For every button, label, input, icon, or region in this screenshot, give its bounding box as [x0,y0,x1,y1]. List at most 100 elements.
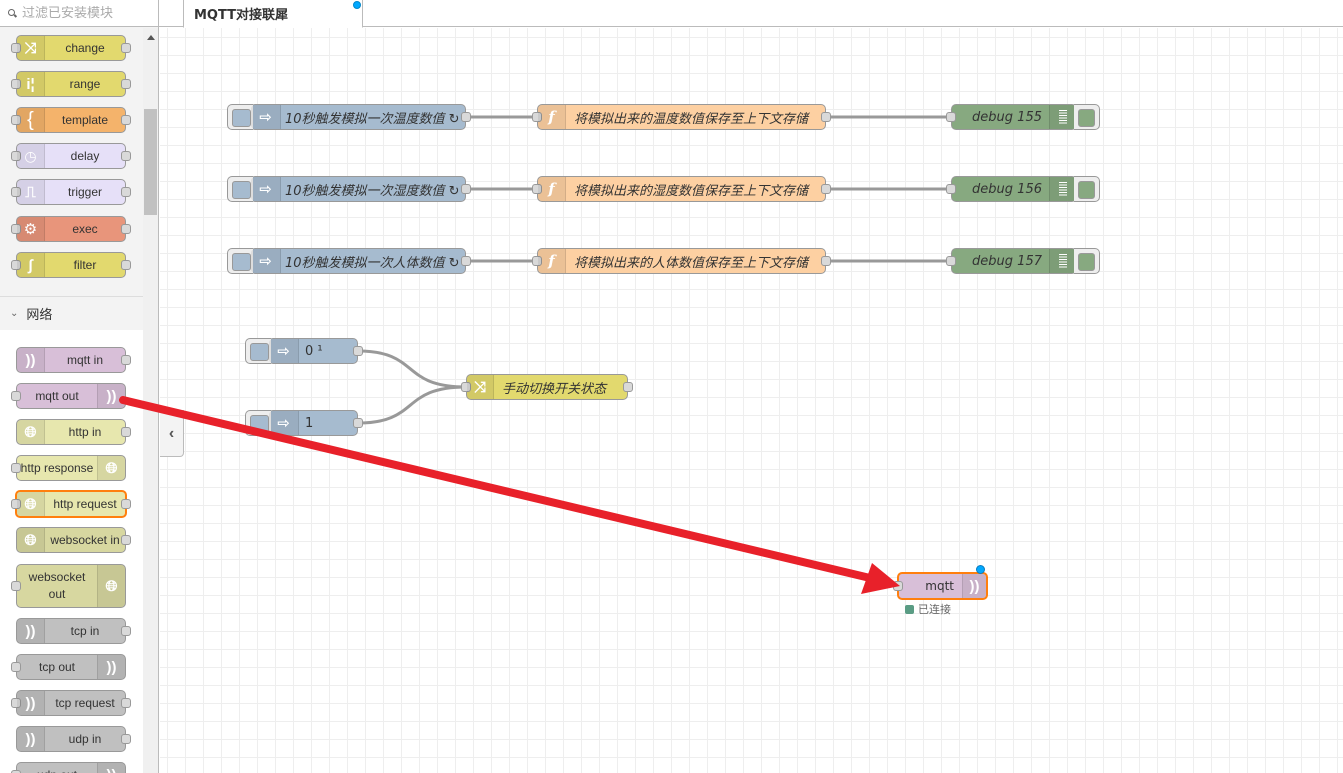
arrow-in-icon: ⇨ [251,105,281,129]
palette-node-websocket-in[interactable]: 🌐︎ websocket in [16,527,131,553]
pulse-icon: ⎍ [17,180,45,204]
palette-node-template[interactable]: { template [11,107,131,133]
scrollbar-thumb[interactable] [144,109,157,215]
globe-icon: 🌐︎ [17,492,45,516]
gear-icon: ⚙ [17,217,45,241]
palette-node-udp-out[interactable]: udp out )) [11,762,126,773]
palette-node-delay[interactable]: ◷ delay [11,143,131,169]
scroll-up-icon[interactable] [147,35,155,40]
debug-node[interactable]: debug 157 [946,248,1100,274]
tab-flow[interactable]: MQTT对接联犀 [183,0,363,28]
output-port [121,626,131,636]
node-label: 10秒触发模拟一次温度数值 ↻ [285,111,460,127]
debug-toggle-button[interactable] [1074,248,1100,274]
output-port[interactable] [461,256,471,266]
palette-node-exec[interactable]: ⚙ exec [11,216,131,242]
debug-node[interactable]: debug 156 [946,176,1100,202]
inject-button[interactable] [227,176,253,202]
workspace-tabs: MQTT对接联犀 [159,0,1343,28]
palette-node-trigger[interactable]: ⎍ trigger [11,179,131,205]
filter-icon: ∫ [17,253,45,277]
palette-filter-input[interactable] [22,5,152,21]
input-port[interactable] [946,256,956,266]
palette-node-tcp-out[interactable]: tcp out )) [11,654,126,680]
output-port [121,187,131,197]
palette-node-label: exec [72,221,98,236]
palette-scrollbar[interactable] [143,28,158,773]
input-port[interactable] [946,184,956,194]
inject-node[interactable]: ⇨ 10秒触发模拟一次湿度数值 ↻ [227,176,471,202]
palette-node-label: udp out [17,763,97,773]
palette-node-http-in[interactable]: 🌐︎ http in [16,419,131,445]
palette-node-http-response[interactable]: http response 🌐︎ [11,455,126,481]
arrow-in-icon: ⇨ [251,249,281,273]
node-label: 0 ¹ [305,343,323,359]
output-port[interactable] [353,346,363,356]
palette-node-tcp-in[interactable]: )) tcp in [16,618,131,644]
mqtt-out-node[interactable]: mqtt )) [893,572,988,600]
output-port [121,79,131,89]
output-port[interactable] [353,418,363,428]
debug-node[interactable]: debug 155 [946,104,1100,130]
inject-node[interactable]: ⇨ 0 ¹ [245,338,363,364]
flow-canvas[interactable] [160,28,1343,773]
range-icon: i¦ [17,72,45,96]
palette-collapse-button[interactable]: ‹ [160,410,184,457]
palette-node-mqtt-in[interactable]: )) mqtt in [16,347,131,373]
output-port [121,43,131,53]
inject-button[interactable] [227,104,253,130]
palette-node-websocket-out[interactable]: websocket out 🌐︎ [11,564,126,608]
palette-node-range[interactable]: i¦ range [11,71,131,97]
output-port[interactable] [461,112,471,122]
radio-wave-icon: )) [97,655,125,679]
node-label: 手动切换开关状态 [502,381,607,397]
palette-node-label: http in [68,424,102,439]
node-label: debug 155 [972,109,1042,125]
input-port [11,391,21,401]
palette-node-udp-in[interactable]: )) udp in [16,726,131,752]
output-port [121,151,131,161]
input-port[interactable] [532,256,542,266]
palette-node-mqtt-out[interactable]: mqtt out )) [11,383,126,409]
palette-node-label: tcp out [38,659,76,674]
palette-node-label: websocket in [50,532,120,547]
palette-node-label: http response [20,460,94,475]
palette-node-http-request[interactable]: 🌐︎ http request [11,490,131,518]
output-port[interactable] [821,184,831,194]
palette-node-change[interactable]: ⤨ change [11,35,131,61]
input-port [11,581,21,591]
debug-toggle-button[interactable] [1074,176,1100,202]
input-port[interactable] [532,112,542,122]
function-node[interactable]: f 将模拟出来的温度数值保存至上下文存储 [532,104,831,130]
output-port[interactable] [821,112,831,122]
palette-node-label: filter [73,257,97,272]
node-label: debug 157 [972,253,1042,269]
inject-node[interactable]: ⇨ 1 [245,410,363,436]
timer-icon: ◷ [17,144,45,168]
output-port[interactable] [461,184,471,194]
function-node[interactable]: f 将模拟出来的人体数值保存至上下文存储 [532,248,831,274]
output-port[interactable] [623,382,633,392]
palette-node-tcp-request[interactable]: )) tcp request [11,690,131,716]
inject-node[interactable]: ⇨ 10秒触发模拟一次人体数值 ↻ [227,248,471,274]
output-port[interactable] [821,256,831,266]
input-port[interactable] [532,184,542,194]
inject-node[interactable]: ⇨ 10秒触发模拟一次温度数值 ↻ [227,104,471,130]
search-icon [8,8,17,18]
category-network-header[interactable]: ⌄ 网络 [0,296,143,330]
inject-button[interactable] [245,338,271,364]
shuffle-icon: ⤨ [17,36,45,60]
inject-button[interactable] [245,410,271,436]
input-port[interactable] [893,581,903,591]
node-changed-indicator [976,565,985,574]
category-label: 网络 [26,308,53,323]
debug-toggle-button[interactable] [1074,104,1100,130]
input-port[interactable] [946,112,956,122]
palette-node-filter[interactable]: ∫ filter [11,252,131,278]
input-port[interactable] [461,382,471,392]
change-node[interactable]: ⤨ 手动切换开关状态 [461,374,633,400]
function-node[interactable]: f 将模拟出来的湿度数值保存至上下文存储 [532,176,831,202]
globe-icon: 🌐︎ [97,565,125,607]
inject-button[interactable] [227,248,253,274]
